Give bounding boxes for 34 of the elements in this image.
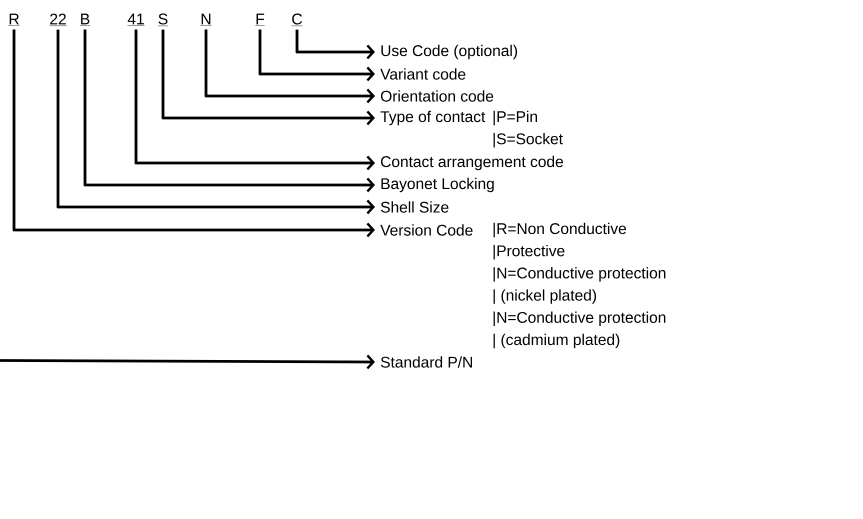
option-label: | (nickel plated) [494, 289, 596, 304]
arrow [0, 354, 375, 370]
description-label: Variant code [380, 68, 466, 80]
description-label: Version Code [380, 224, 473, 236]
description-label: Use Code (optional) [381, 44, 518, 60]
option-label: |R=Non Conductive [494, 222, 626, 238]
arrow [258, 30, 375, 82]
code-letter: N [200, 14, 212, 26]
description-label: Orientation code [380, 90, 494, 102]
option-label: |P=Pin [494, 110, 537, 126]
arrow [162, 30, 375, 126]
code-letter: F [255, 14, 265, 26]
code-letter: C [291, 14, 303, 26]
code-letter: 41 [127, 14, 145, 26]
description-label: Shell Size [380, 201, 448, 213]
option-label: |Protective [494, 244, 564, 260]
option-label: |S=Socket [494, 132, 563, 148]
description-label: Contact arrangement code [381, 156, 563, 170]
description-label: Bayonet Locking [381, 178, 494, 192]
option-label: |N=Conductive protection [494, 312, 666, 326]
code-letter: B [80, 14, 90, 26]
arrow [56, 30, 375, 214]
arrow [296, 30, 375, 60]
description-label: Standard P/N [380, 356, 472, 368]
arrow [12, 30, 375, 238]
code-letter: 22 [49, 14, 67, 26]
arrow [84, 30, 375, 192]
code-letter: S [158, 14, 168, 26]
code-letter: R [8, 14, 20, 26]
option-label: |N=Conductive protection [494, 267, 666, 282]
description-label: Type of contact [380, 110, 486, 126]
option-label: | (cadmium plated) [494, 334, 620, 348]
arrow [134, 30, 375, 170]
arrow [204, 30, 375, 104]
